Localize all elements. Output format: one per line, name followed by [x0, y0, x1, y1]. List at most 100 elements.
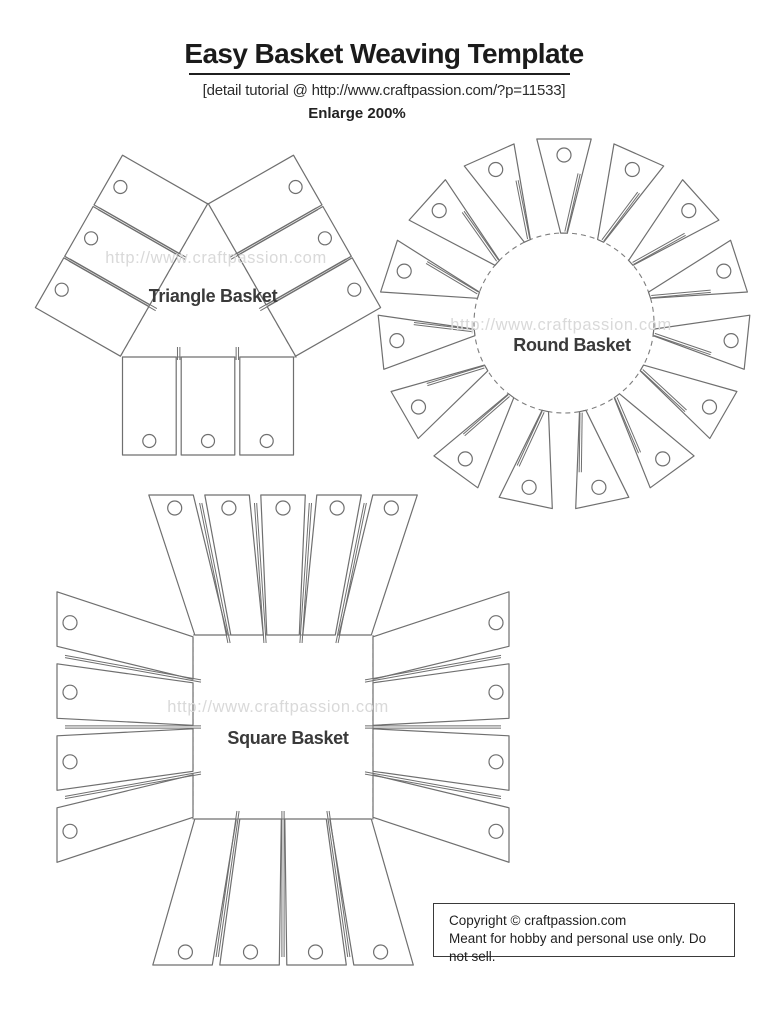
slit-line: [328, 810, 351, 958]
slit-line: [616, 397, 642, 453]
punch-hole: [83, 231, 99, 246]
slit-line: [335, 502, 365, 644]
punch-hole: [62, 823, 78, 839]
punch-hole: [167, 500, 183, 516]
slit-line: [601, 191, 639, 241]
weaving-strip: [152, 818, 237, 966]
slit-line: [217, 810, 240, 958]
slit-line: [427, 367, 485, 387]
weaving-strip: [597, 143, 665, 243]
slit-line: [215, 810, 238, 958]
slit-line: [256, 502, 267, 644]
slit-line: [201, 502, 231, 644]
punch-hole: [275, 500, 291, 516]
slit-line: [426, 365, 484, 385]
round-basket-label: Round Basket: [513, 335, 631, 355]
weaving-strip: [647, 239, 748, 299]
title-underline: [189, 73, 570, 76]
slit-line: [364, 771, 502, 797]
slit-line: [580, 412, 583, 473]
diagram-labels: http://www.craftpassion.com Triangle Bas…: [105, 249, 671, 748]
square-basket-diagram: [56, 494, 510, 966]
punch-hole: [54, 282, 69, 297]
slit-line: [614, 398, 640, 454]
slit-line: [230, 209, 319, 260]
punch-hole: [410, 399, 427, 415]
slit-line: [364, 773, 502, 800]
slit-line: [64, 654, 202, 681]
weaving-strip: [463, 143, 531, 243]
punch-hole: [383, 500, 399, 516]
weaving-strip: [239, 356, 295, 456]
punch-hole: [373, 944, 389, 960]
slit-line: [258, 258, 347, 310]
slit-line: [99, 207, 187, 258]
slit-line: [68, 260, 156, 312]
weaving-strip: [148, 494, 228, 636]
slit-line: [461, 212, 498, 262]
punch-hole: [488, 684, 504, 700]
punch-hole: [396, 263, 412, 279]
slit-line: [97, 209, 186, 260]
page-title: Easy Basket Weaving Template: [184, 38, 584, 69]
watermark-text: http://www.craftpassion.com: [105, 249, 327, 267]
weaving-strip: [372, 774, 510, 863]
slit-line: [364, 657, 502, 683]
weaving-strip: [302, 494, 362, 636]
weaving-strip: [219, 818, 282, 966]
weaving-strip: [628, 179, 720, 266]
punch-hole: [142, 433, 157, 449]
weaving-strip: [56, 728, 194, 791]
slit-line: [326, 810, 349, 958]
slit-line: [566, 173, 581, 233]
slit-line: [64, 773, 202, 800]
weaving-strip: [390, 364, 489, 440]
fold-line-square: [192, 634, 374, 820]
slit-line: [515, 180, 529, 240]
slit-line: [364, 654, 502, 681]
slit-line: [640, 370, 686, 412]
punch-hole: [259, 433, 274, 449]
punch-hole: [457, 451, 473, 467]
slit-line: [464, 396, 510, 437]
weaving-strip: [372, 591, 510, 680]
punch-hole: [113, 179, 128, 195]
weaving-strip: [266, 257, 382, 357]
weaving-strip: [260, 494, 306, 636]
punch-hole: [556, 147, 572, 163]
slit-line: [578, 412, 581, 473]
weaving-strip: [575, 409, 630, 510]
weaving-strip: [652, 314, 751, 370]
punch-hole: [221, 500, 237, 516]
triangle-basket-label: Triangle Basket: [149, 286, 278, 306]
punch-hole: [242, 944, 259, 960]
slit-line: [517, 180, 531, 239]
slit-line: [260, 260, 348, 312]
slit-line: [64, 657, 202, 683]
punch-hole: [288, 179, 303, 195]
copyright-line-2: Meant for hobby and personal use only. D…: [449, 930, 707, 964]
punch-hole: [431, 203, 447, 219]
punch-hole: [488, 161, 504, 178]
punch-hole: [723, 333, 739, 349]
weaving-strip: [639, 364, 738, 440]
weaving-strip: [56, 591, 194, 680]
punch-hole: [62, 754, 78, 770]
weaving-strip: [536, 138, 592, 234]
punch-hole: [488, 754, 504, 770]
weaving-strip: [372, 728, 510, 791]
slit-line: [564, 173, 579, 232]
weaving-strip: [498, 409, 553, 510]
slit-line: [463, 210, 499, 261]
punch-hole: [591, 479, 607, 495]
punch-hole: [716, 263, 732, 279]
round-basket-diagram: [377, 138, 751, 510]
punch-hole: [488, 823, 504, 839]
slit-line: [229, 207, 317, 258]
punch-hole: [307, 944, 324, 960]
punch-hole: [177, 944, 193, 960]
punch-hole: [488, 615, 504, 631]
slit-line: [199, 502, 229, 644]
